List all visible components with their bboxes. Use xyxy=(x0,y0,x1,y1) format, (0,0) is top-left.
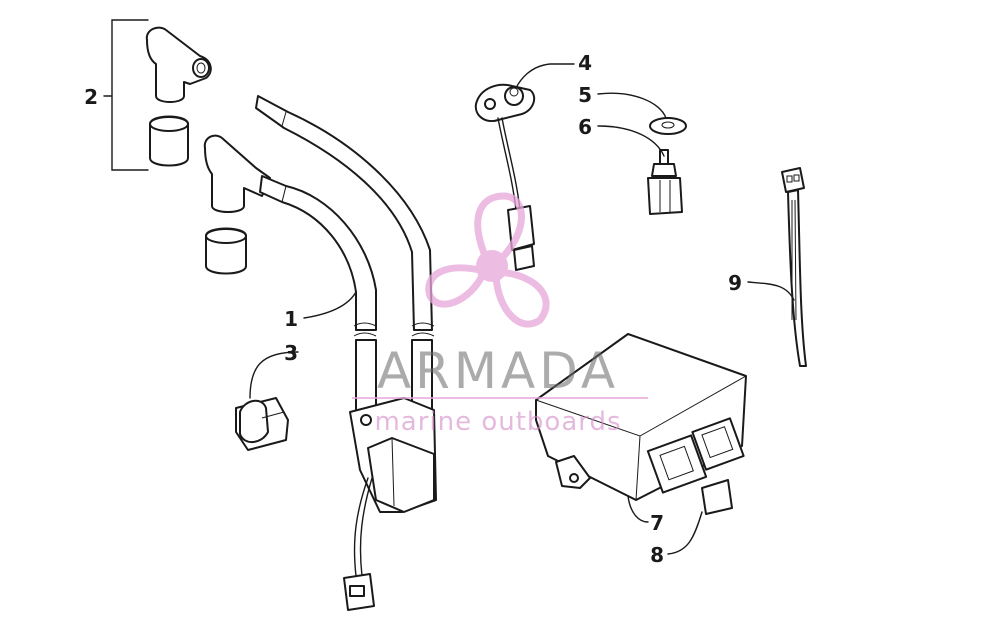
part-3-wire-clip xyxy=(235,397,289,451)
callout-9: 9 xyxy=(728,271,742,295)
part-5-washer xyxy=(649,117,687,135)
callout-8: 8 xyxy=(650,543,664,567)
callout-7: 7 xyxy=(650,511,664,535)
callout-3: 3 xyxy=(284,341,298,365)
part-2-spark-plug-caps xyxy=(103,19,271,275)
part-1-ignition-coil xyxy=(255,95,437,611)
part-8-pad xyxy=(701,479,733,515)
propeller-logo xyxy=(425,192,550,328)
watermark-subtitle: marine outboards xyxy=(374,407,621,437)
callout-2: 2 xyxy=(84,85,98,109)
part-4-sensor xyxy=(474,83,536,271)
callout-4: 4 xyxy=(578,51,592,75)
callout-leaders xyxy=(249,63,795,555)
watermark-title: ARMADA xyxy=(377,342,619,400)
callout-1: 1 xyxy=(284,307,298,331)
callout-6: 6 xyxy=(578,115,592,139)
part-9-cable-tie xyxy=(781,167,807,367)
callout-numbers: 1 2 3 4 5 6 7 8 9 xyxy=(84,51,742,567)
part-7-control-module xyxy=(535,333,747,501)
callout-5: 5 xyxy=(578,83,592,107)
part-6-switch xyxy=(647,149,683,215)
armada-logo-watermark: ARMADA marine outboards xyxy=(352,192,648,437)
